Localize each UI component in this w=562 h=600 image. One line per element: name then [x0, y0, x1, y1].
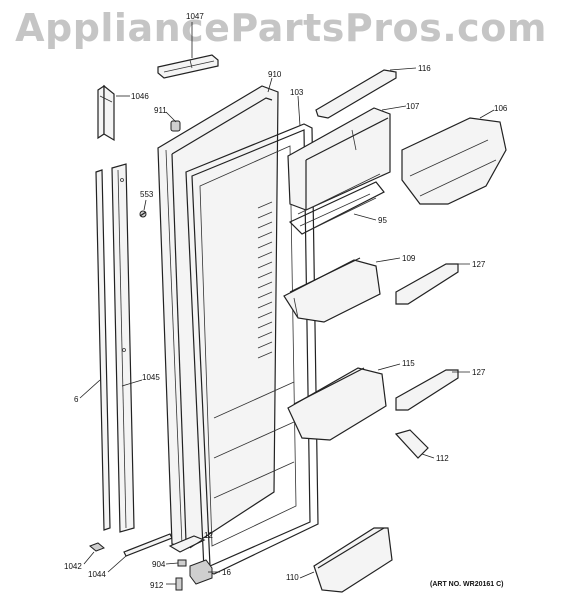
callout-1042: 1042 — [64, 562, 82, 571]
part-127-bin-trim-lower[interactable] — [395, 369, 459, 411]
part-1044-bottom-trim[interactable] — [123, 533, 173, 557]
part-116-top-trim[interactable] — [315, 69, 397, 119]
part-95-wire-rack[interactable] — [288, 173, 385, 235]
callout-6: 6 — [74, 395, 79, 404]
callout-116: 116 — [418, 64, 431, 73]
part-115-door-bin[interactable] — [287, 367, 387, 441]
callout-109: 109 — [402, 254, 416, 263]
part-904-bushing[interactable] — [177, 559, 187, 567]
callout-107: 107 — [406, 102, 420, 111]
part-127-bin-trim-upper[interactable] — [395, 263, 459, 305]
part-910-door-outer[interactable] — [157, 85, 279, 549]
callout-127-lower: 127 — [472, 368, 486, 377]
part-911-plug[interactable] — [170, 120, 181, 132]
part-6-trim-strip[interactable] — [95, 169, 111, 531]
part-16-hinge-bracket[interactable] — [189, 559, 213, 585]
callout-1047: 1047 — [186, 12, 204, 21]
callout-127-upper: 127 — [472, 260, 486, 269]
part-1042-clip[interactable] — [89, 542, 105, 552]
art-number: (ART NO. WR20161 C) — [430, 581, 504, 588]
callout-1046: 1046 — [131, 92, 149, 101]
callout-112: 112 — [436, 454, 449, 463]
callout-106: 106 — [494, 104, 508, 113]
door-inner-liner — [199, 145, 297, 547]
part-109-door-bin[interactable] — [283, 257, 381, 323]
callout-16: 16 — [222, 568, 231, 577]
part-912-pin[interactable] — [175, 577, 183, 591]
part-107-dairy-compartment[interactable] — [287, 107, 391, 211]
part-1047-hinge-cover[interactable] — [157, 54, 219, 79]
callout-912: 912 — [150, 581, 164, 590]
part-110-door-bin[interactable] — [313, 527, 393, 593]
callout-910: 910 — [268, 70, 282, 79]
part-1046-hinge-bracket[interactable] — [97, 84, 115, 142]
callout-904: 904 — [152, 560, 166, 569]
callout-553: 553 — [140, 190, 154, 199]
callout-115: 115 — [402, 359, 415, 368]
part-1045-trim-channel[interactable] — [111, 163, 135, 533]
callout-1045: 1045 — [142, 373, 160, 382]
callout-12: 12 — [204, 531, 213, 540]
callout-labels: 1047 910 116 1046 911 103 107 106 553 95… — [64, 12, 508, 590]
part-112-bin-clip[interactable] — [394, 429, 429, 459]
watermark: AppliancePartsPros.com — [15, 6, 547, 50]
part-106-cover[interactable] — [401, 117, 507, 205]
part-553-screw[interactable] — [139, 210, 147, 218]
callout-103: 103 — [290, 88, 304, 97]
callout-110: 110 — [286, 573, 299, 582]
callout-1044: 1044 — [88, 570, 106, 579]
callout-95: 95 — [378, 216, 387, 225]
leader-lines — [79, 22, 495, 585]
callout-911: 911 — [154, 106, 167, 115]
part-12-hinge-plate[interactable] — [168, 535, 206, 553]
